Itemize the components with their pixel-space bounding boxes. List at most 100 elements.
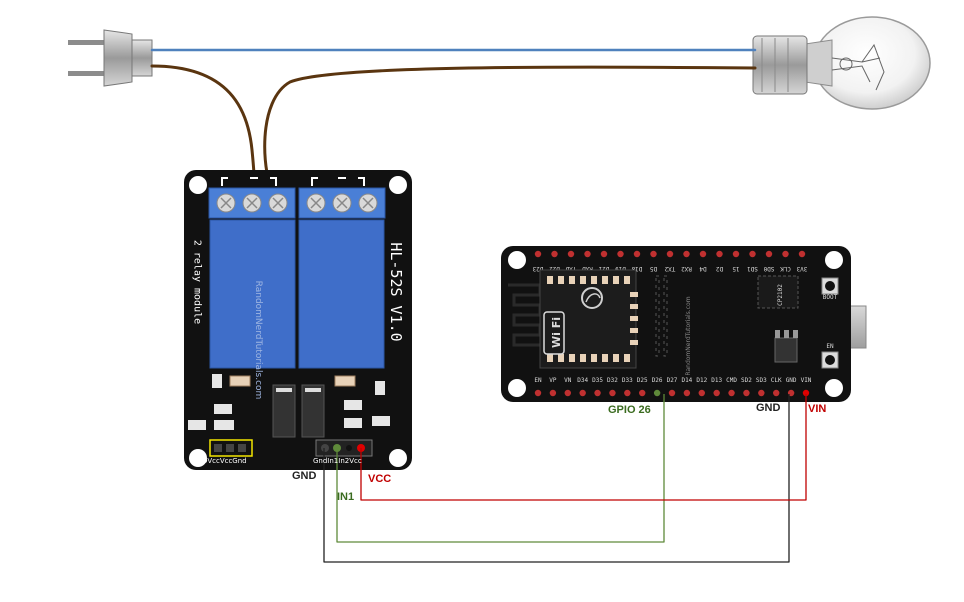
transistor (344, 418, 362, 428)
top-pin-label: SD1 (747, 265, 758, 272)
top-pin-label: D21 (598, 265, 609, 272)
bulb-filament (831, 43, 885, 91)
plug-body (103, 29, 133, 87)
top-pin-label: D19 (615, 265, 626, 272)
mount-hole (389, 449, 407, 467)
optocoupler (272, 384, 296, 438)
diode (344, 400, 362, 410)
diode (214, 404, 232, 414)
transistor (214, 420, 234, 430)
pin-header-bottom (639, 389, 646, 397)
jumper-label-row: JDVccVccGnd (200, 457, 247, 465)
led (212, 374, 222, 388)
wire-in1 (336, 394, 665, 543)
top-pin-label: RX2 (681, 265, 692, 272)
mount-hole (508, 379, 526, 397)
bottom-pin-label: D32 (607, 377, 618, 384)
bottom-pin-label: EN (534, 377, 542, 384)
bottom-pin-label: SD3 (756, 377, 767, 384)
en-label: EN (826, 343, 834, 350)
mount-hole (825, 379, 843, 397)
wire-gnd (323, 394, 790, 563)
mount-hole (508, 251, 526, 269)
module-pads (547, 276, 638, 362)
esp-wroom-module (539, 269, 637, 369)
relay-2 (298, 219, 385, 369)
mount-hole (189, 449, 207, 467)
resistor (334, 375, 356, 387)
vin-label: VIN (808, 403, 827, 415)
pin-header-bottom (728, 389, 735, 397)
esp-watermark: RandomNerdTutorials.com (685, 296, 692, 375)
bottom-pin-label: VIN (801, 377, 812, 384)
pin-header-top (666, 250, 674, 258)
pin-header-bottom (534, 389, 542, 397)
power-plug (68, 29, 153, 87)
esp32-board: 3V3CLKSD0SD115D2D4RX2TX2D5D18D19D21RXDTX… (501, 246, 867, 402)
resistor (229, 375, 251, 387)
top-pin-label: D5 (650, 265, 658, 272)
pin-header-top (551, 250, 558, 258)
pin-header-top (633, 250, 641, 258)
wifi-logo-frame (543, 311, 565, 355)
top-pin-labels: 3V3CLKSD0SD115D2D4RX2TX2D5D18D19D21RXDTX… (532, 265, 807, 272)
top-pin-row (534, 250, 806, 258)
pin-header-bottom (653, 389, 661, 397)
pin-header-top (798, 250, 806, 258)
top-pin-label: 3V3 (796, 265, 807, 272)
bottom-pin-label: D27 (667, 377, 678, 384)
pin-header-top (617, 250, 624, 258)
pin-header-top (600, 250, 608, 258)
gnd-relay-label: GND (292, 470, 317, 482)
pin-header-top (716, 250, 723, 258)
relay-model-label: HL-52S V1.0 (387, 242, 405, 342)
input-pin-header (315, 439, 373, 457)
terminal-marks (221, 177, 365, 186)
led (375, 381, 385, 395)
pcb-antenna (508, 283, 542, 347)
pin-label-row: GndIn1In2Vcc (313, 457, 362, 465)
plug-neck (131, 39, 153, 77)
pin-header-top (567, 250, 575, 258)
wire-live-brown-bulb (263, 65, 757, 205)
bottom-pin-label: CLK (771, 377, 782, 384)
relay-1 (209, 219, 296, 369)
pin-header-bottom (743, 389, 750, 397)
wire-vcc (360, 394, 807, 501)
pin-header-top (782, 250, 789, 258)
bottom-pin-label: D33 (622, 377, 633, 384)
gpio26-label: GPIO 26 (608, 404, 651, 416)
pin-header-top (683, 250, 690, 258)
relay-watermark: RandomNerdTutorials.com (253, 280, 263, 400)
top-pin-label: D22 (549, 265, 560, 272)
top-pin-label: RXD (582, 265, 593, 272)
bottom-pin-label: SD2 (741, 377, 752, 384)
mount-hole (189, 176, 207, 194)
light-bulb (752, 16, 931, 110)
bottom-pin-label: D12 (696, 377, 707, 384)
in1-label: IN1 (337, 491, 355, 503)
top-pin-label: CLK (780, 265, 791, 272)
signal-wires (323, 394, 807, 563)
pin-header-bottom (758, 389, 765, 397)
pin-header-top (534, 250, 542, 258)
top-pin-label: D23 (532, 265, 543, 272)
pin-header-top (732, 250, 740, 258)
bottom-pin-label: CMD (726, 377, 737, 384)
vcc-label: VCC (368, 473, 392, 485)
voltage-regulator (774, 337, 798, 363)
gnd-esp-label: GND (756, 402, 781, 414)
wifi-logo: Wi Fi (550, 317, 563, 348)
module-header-dots (655, 275, 668, 357)
terminal-screws (216, 193, 378, 213)
chip-label: CP2102 (777, 284, 784, 306)
pin-header-top (699, 250, 707, 258)
pin-header-bottom (579, 389, 586, 397)
top-pin-label: 15 (732, 265, 740, 272)
pin-header-bottom (773, 389, 780, 397)
bulb-neck (804, 39, 833, 87)
pin-gnd (321, 444, 329, 452)
optocoupler (301, 384, 325, 438)
transistor (188, 420, 206, 430)
